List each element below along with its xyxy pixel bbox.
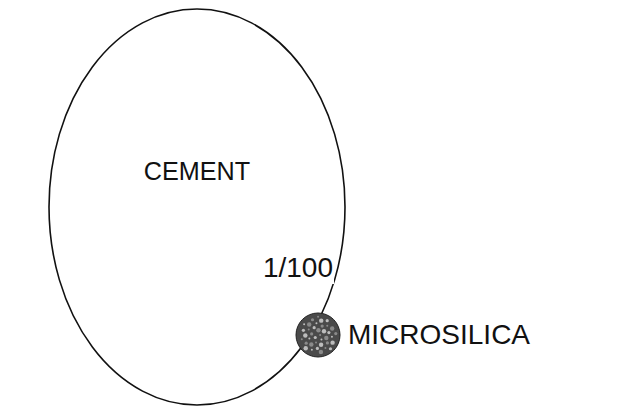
particle-texture bbox=[319, 318, 323, 322]
size-ratio: 1/100 bbox=[262, 253, 334, 284]
material-name: MICROSILICA bbox=[348, 320, 530, 351]
particle-texture bbox=[326, 325, 328, 327]
particle-texture bbox=[317, 316, 319, 318]
particle-texture bbox=[308, 329, 310, 331]
cement-outline bbox=[49, 9, 345, 405]
particle-texture bbox=[304, 346, 308, 350]
particle-texture bbox=[330, 340, 334, 344]
particle-texture bbox=[324, 336, 328, 340]
particle-texture bbox=[319, 350, 323, 354]
particle-texture bbox=[329, 347, 332, 350]
particle-texture bbox=[309, 342, 313, 346]
microsilica-particle: MICROSILICA bbox=[295, 312, 341, 358]
particle-texture bbox=[326, 341, 329, 344]
particle-texture bbox=[320, 339, 322, 341]
particle-texture bbox=[316, 347, 319, 350]
particle-texture bbox=[303, 333, 307, 337]
particle-texture bbox=[331, 336, 333, 338]
particle-texture bbox=[303, 323, 305, 325]
particle-texture bbox=[315, 322, 317, 324]
particle-texture bbox=[311, 349, 313, 351]
microsilica-particle-outline bbox=[295, 312, 341, 358]
particle-texture bbox=[326, 319, 329, 322]
particle-texture bbox=[316, 328, 320, 332]
particle-texture bbox=[310, 332, 313, 335]
particle-texture bbox=[314, 336, 317, 339]
particle-texture bbox=[302, 329, 305, 332]
particle-texture bbox=[301, 338, 303, 340]
particle-body bbox=[296, 313, 340, 357]
material-name: CEMENT bbox=[48, 158, 346, 186]
particle-texture bbox=[334, 332, 337, 335]
particle-texture bbox=[324, 347, 326, 349]
particle-texture bbox=[319, 343, 323, 347]
particle-texture bbox=[319, 334, 321, 336]
particle-texture bbox=[330, 326, 334, 330]
particle-texture bbox=[322, 329, 326, 333]
particle-texture bbox=[311, 318, 314, 321]
particle-texture bbox=[313, 326, 316, 329]
particle-texture bbox=[305, 342, 308, 345]
particle-texture bbox=[307, 322, 311, 326]
particle-texture bbox=[308, 338, 310, 340]
particle-texture bbox=[327, 331, 330, 334]
particle-texture bbox=[315, 341, 317, 343]
particle-texture bbox=[321, 324, 324, 327]
